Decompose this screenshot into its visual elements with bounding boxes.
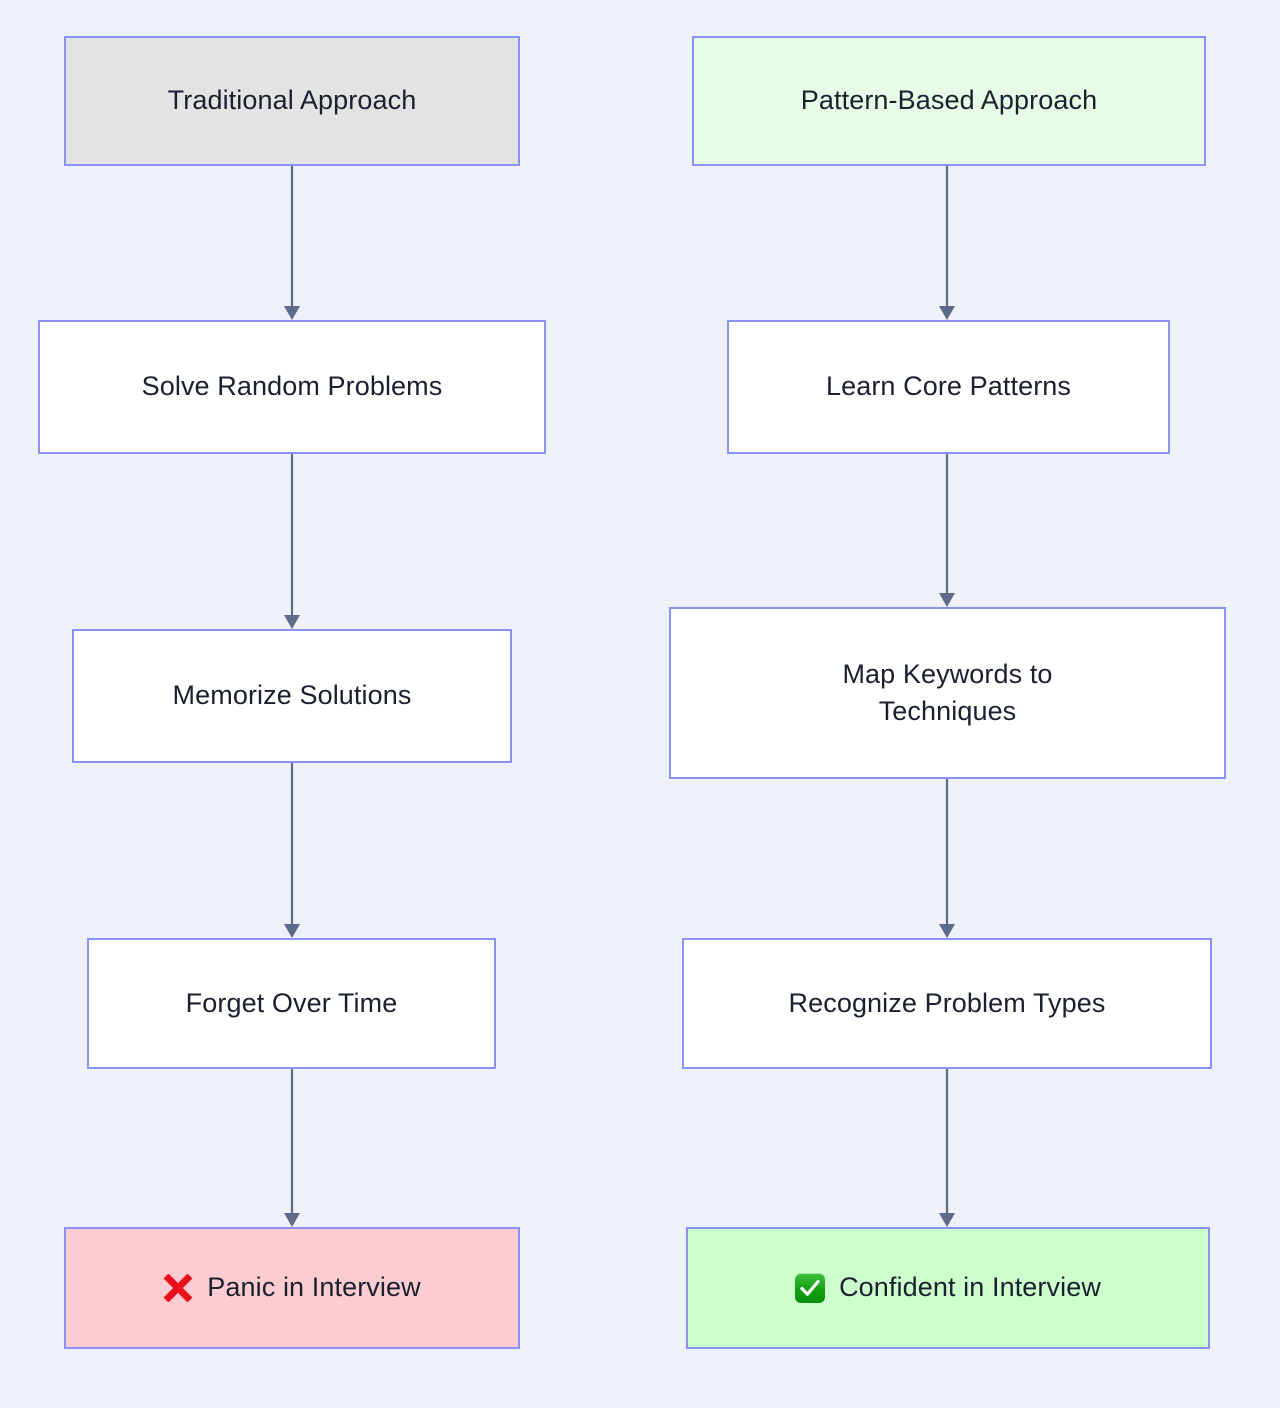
node-label: Panic in Interview [207,1272,421,1303]
node-map-keywords-to-techniques[interactable]: Map Keywords to Techniques [669,607,1226,779]
node-label: Solve Random Problems [141,371,443,402]
node-content: Panic in Interview [163,1269,420,1306]
node-solve-random-problems[interactable]: Solve Random Problems [38,320,546,454]
node-label: Confident in Interview [839,1272,1101,1303]
node-forget-over-time[interactable]: Forget Over Time [87,938,496,1069]
node-label: Pattern-Based Approach [800,85,1098,116]
check-mark-button-icon [795,1273,826,1303]
node-learn-core-patterns[interactable]: Learn Core Patterns [727,320,1170,454]
node-label: Learn Core Patterns [825,371,1072,402]
node-label: Recognize Problem Types [788,987,1106,1018]
node-label: Memorize Solutions [172,680,412,711]
node-label: Forget Over Time [185,987,398,1018]
node-recognize-problem-types[interactable]: Recognize Problem Types [682,938,1212,1069]
node-panic-in-interview[interactable]: Panic in Interview [64,1227,520,1349]
cross-mark-icon [163,1273,193,1303]
node-label: Map Keywords to Techniques [842,658,1053,726]
node-confident-in-interview[interactable]: Confident in Interview [686,1227,1210,1349]
node-label: Traditional Approach [167,85,417,116]
node-memorize-solutions[interactable]: Memorize Solutions [72,629,512,763]
node-content: Confident in Interview [795,1269,1101,1306]
node-traditional-approach[interactable]: Traditional Approach [64,36,520,166]
node-pattern-based-approach[interactable]: Pattern-Based Approach [692,36,1206,166]
